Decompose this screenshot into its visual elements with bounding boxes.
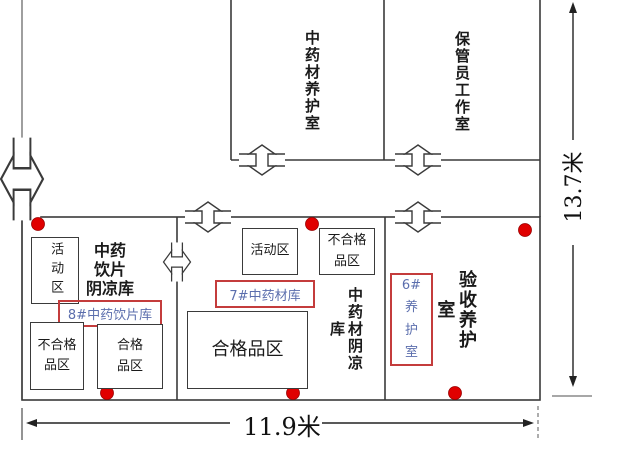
room8-title: 中药 饮片 阴凉库 xyxy=(85,241,134,299)
room8-unqualified-zone-box: 不合格 品区 xyxy=(30,322,84,390)
height-dimension-label: 13.7米 xyxy=(562,151,587,223)
height-dimension-arrow xyxy=(552,2,592,397)
arrowhead-up-icon xyxy=(569,2,577,13)
door-icon xyxy=(394,144,442,176)
red-dot xyxy=(305,217,319,231)
lower-building-outline xyxy=(21,216,541,401)
red-dot xyxy=(31,217,45,231)
arrowhead-down-icon xyxy=(569,376,577,387)
door-icon xyxy=(394,201,442,233)
arrowhead-right-icon xyxy=(523,419,534,427)
door-icon xyxy=(238,144,286,176)
room8-activity-zone-box: 活动区 xyxy=(31,237,79,304)
room6-tag-box: 6# 养 护 室 xyxy=(390,273,433,366)
room7-title: 中药材阴凉库 xyxy=(328,286,364,372)
room7-qualified-zone-box: 合格品区 xyxy=(187,311,308,389)
red-dot xyxy=(448,386,462,400)
zone-label: 活动区 xyxy=(48,242,64,299)
width-dimension-label: 11.9米 xyxy=(243,413,321,441)
width-dimension-arrow xyxy=(21,406,539,441)
room6-title: 验收养护室 xyxy=(434,270,477,350)
room7-unqualified-zone-box: 不合格 品区 xyxy=(319,228,375,275)
entrance-door-icon xyxy=(0,136,45,222)
upper-right-room-label: 保管员工作室 xyxy=(453,31,471,133)
arrowhead-left-icon xyxy=(26,419,37,427)
red-dot xyxy=(518,223,532,237)
room7-activity-zone-box: 活动区 xyxy=(242,228,298,275)
door-icon xyxy=(184,201,232,233)
upper-left-room-label: 中药材养护室 xyxy=(303,30,321,132)
room8-qualified-zone-box: 合格 品区 xyxy=(97,324,163,389)
red-marker-dots xyxy=(31,217,532,400)
room7-tag-box: 7#中药材库 xyxy=(215,280,315,308)
door-icon xyxy=(162,241,192,283)
